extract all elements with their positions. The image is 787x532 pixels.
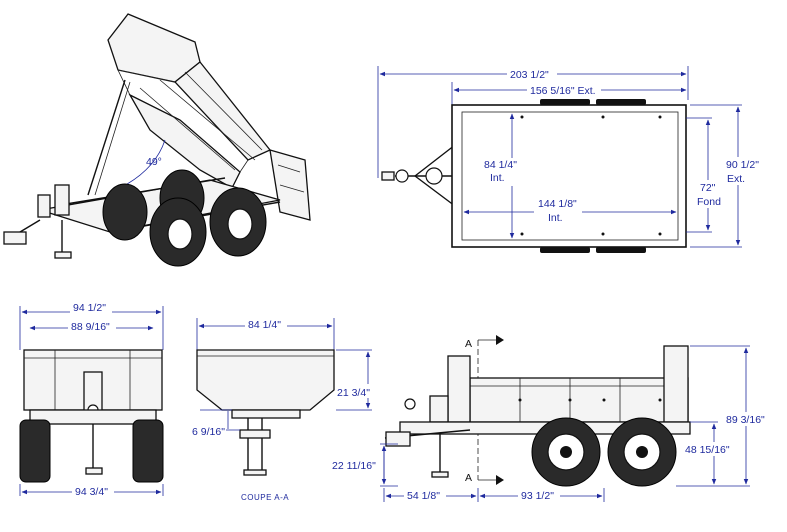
side-wheel-1 (531, 417, 601, 487)
plan-overall-length: 203 1/2" (510, 69, 549, 81)
iso-angle-label: 49° (146, 156, 162, 168)
side-view: A A 2 (330, 335, 772, 502)
plan-floor-width-unit: Fond (697, 196, 721, 208)
front-bottom-width: 94 3/4" (75, 486, 108, 498)
side-tongue-length: 54 1/8" (407, 490, 440, 502)
side-wheel-2 (607, 417, 677, 487)
isometric-view: 49° (3, 13, 311, 267)
iso-front-wheel-2 (209, 187, 267, 257)
side-section-marker-bottom: A (465, 472, 472, 484)
iso-front-wheel-1 (149, 197, 207, 267)
side-box (469, 377, 689, 423)
front-left-tire (19, 419, 51, 483)
plan-outer-width-unit: Ext. (727, 173, 745, 185)
plan-inner-width-unit: Int. (490, 172, 505, 184)
plan-outer-width-val: 90 1/2" (726, 159, 759, 171)
plan-inner-length-val: 144 1/8" (538, 198, 577, 210)
plan-inner-length-unit: Int. (548, 212, 563, 224)
iso-hoist-cylinder (87, 79, 126, 196)
side-deck-height: 48 15/16" (685, 444, 730, 456)
front-right-tire (132, 419, 164, 483)
section-lower-height: 6 9/16" (192, 426, 225, 438)
front-top-width: 94 1/2" (73, 302, 106, 314)
side-hitch-height: 22 11/16" (332, 460, 376, 472)
section-side-height: 21 3/4" (337, 387, 370, 399)
plan-inner-width-val: 84 1/4" (484, 159, 517, 171)
plan-box-length: 156 5/16" Ext. (530, 85, 596, 97)
section-box-profile (196, 349, 335, 411)
side-section-marker-top: A (465, 338, 472, 350)
front-view: 94 1/2" 88 9/16" 94 3/4" (19, 300, 164, 498)
front-inner-width: 88 9/16" (71, 321, 110, 333)
side-axle-offset: 93 1/2" (521, 490, 554, 502)
side-total-height: 89 3/16" (726, 414, 765, 426)
plan-view: 203 1/2" 156 5/16" Ext. 84 1/4" Int. 144… (377, 66, 768, 253)
plan-floor-width-val: 72" (700, 182, 716, 194)
section-view: 84 1/4" 21 3/4" 6 9/16" COUPE A-A (190, 317, 377, 502)
section-top-width: 84 1/4" (248, 319, 281, 331)
iso-dump-box (107, 13, 311, 221)
section-label: COUPE A-A (241, 493, 289, 502)
